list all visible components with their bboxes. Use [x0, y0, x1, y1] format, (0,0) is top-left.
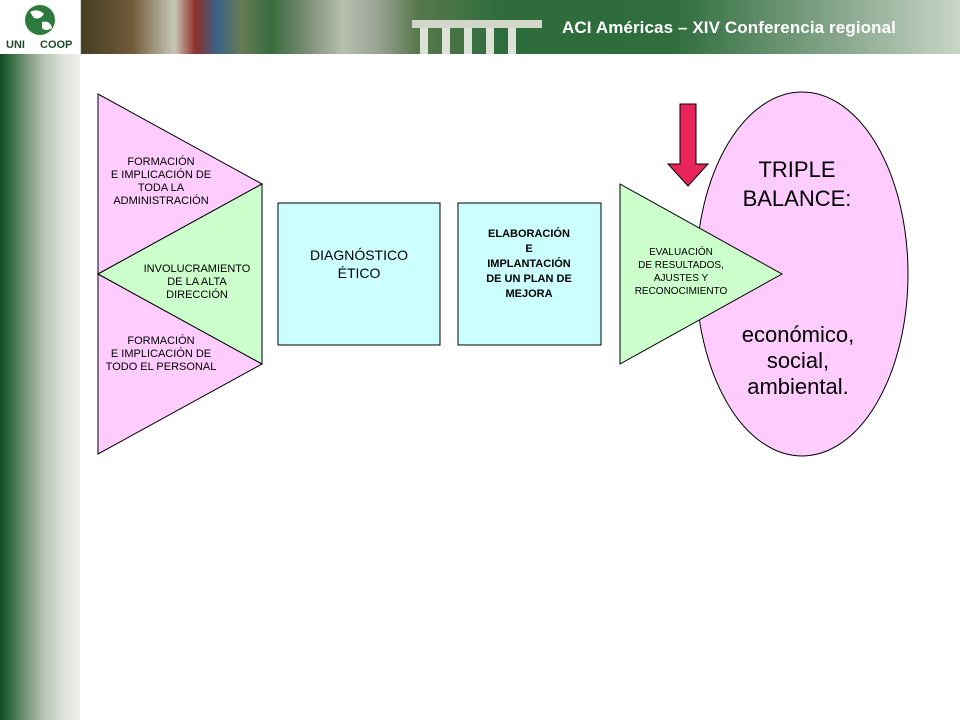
left-top-line-1: FORMACIÓN — [127, 155, 194, 168]
elaboracion-text: ELABORACIÓN E IMPLANTACIÓN DE UN PLAN DE… — [486, 227, 572, 300]
triple-item-ambiental: ambiental. — [747, 374, 849, 399]
header-banner: UNI COOP ACI Américas – XIV Conferencia … — [0, 0, 960, 54]
left-top-line-3: TODA LA — [138, 182, 185, 194]
elaboracion-line-4: DE UN PLAN DE — [486, 273, 572, 285]
triple-title-line-1: TRIPLE — [758, 157, 835, 182]
triple-item-economico: económico, — [742, 322, 855, 347]
logo-text-coop: COOP — [40, 39, 72, 51]
triple-balance-title: TRIPLE BALANCE: — [743, 157, 852, 211]
diagnostico-line-1: DIAGNÓSTICO — [310, 247, 408, 263]
left-bottom-line-2: E IMPLICACIÓN DE — [111, 347, 211, 360]
left-middle-text: INVOLUCRAMIENTO DE LA ALTA DIRECCIÓN — [144, 263, 251, 301]
left-bottom-line-3: TODO EL PERSONAL — [106, 361, 217, 373]
left-mid-line-1: INVOLUCRAMIENTO — [144, 263, 251, 275]
left-bottom-line-1: FORMACIÓN — [127, 334, 194, 347]
left-top-line-4: ADMINISTRACIÓN — [113, 194, 208, 207]
left-mid-line-3: DIRECCIÓN — [166, 288, 228, 301]
evaluacion-line-3: AJUSTES Y — [654, 273, 709, 284]
elaboracion-line-3: IMPLANTACIÓN — [487, 257, 571, 270]
triple-balance-items: económico, social, ambiental. — [742, 322, 855, 399]
left-gradient-strip — [0, 54, 80, 720]
header-title: ACI Américas – XIV Conferencia regional — [562, 18, 896, 37]
elaboracion-line-5: MEJORA — [505, 288, 552, 300]
diagnostico-box — [277, 202, 441, 346]
elaboracion-line-1: ELABORACIÓN — [488, 227, 570, 240]
left-top-text: FORMACIÓN E IMPLICACIÓN DE TODA LA ADMIN… — [111, 155, 211, 207]
logo-text-uni: UNI — [6, 39, 25, 51]
evaluacion-text: EVALUACIÓN DE RESULTADOS, AJUSTES Y RECO… — [635, 245, 728, 297]
unircoop-logo: UNI COOP — [0, 0, 81, 54]
evaluacion-triangle — [619, 183, 784, 365]
left-top-line-2: E IMPLICACIÓN DE — [111, 168, 211, 181]
diagnostico-line-2: ÉTICO — [338, 265, 381, 281]
evaluacion-line-1: EVALUACIÓN — [649, 245, 713, 258]
elaboracion-box — [457, 202, 602, 346]
header-photo-collage — [82, 0, 542, 54]
diagnostico-text: DIAGNÓSTICO ÉTICO — [310, 247, 408, 281]
triple-item-social: social, — [767, 348, 829, 373]
triple-title-line-2: BALANCE: — [743, 186, 852, 211]
building-columns-image — [412, 20, 542, 54]
left-bottom-text: FORMACIÓN E IMPLICACIÓN DE TODO EL PERSO… — [106, 334, 217, 373]
down-arrow-icon — [666, 103, 710, 187]
elaboracion-line-2: E — [525, 243, 532, 255]
globe-icon: UNI COOP — [6, 5, 72, 51]
evaluacion-line-2: DE RESULTADOS, — [638, 260, 724, 271]
left-mid-line-2: DE LA ALTA — [167, 276, 227, 288]
left-middle-triangle — [96, 183, 263, 365]
evaluacion-line-4: RECONOCIMIENTO — [635, 286, 728, 297]
